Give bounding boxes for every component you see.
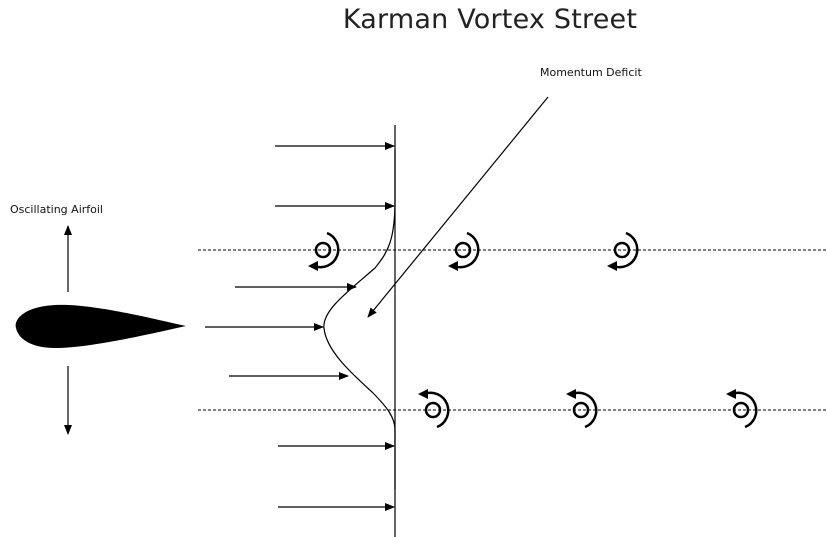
velocity-profile-curve: [323, 150, 396, 490]
airfoil-shape: [15, 304, 186, 348]
momentum-deficit-leader-arrow: [367, 96, 549, 318]
upper-vortex-2: [448, 231, 480, 271]
upper-vortex-1: [308, 231, 340, 271]
upper-vortex-3: [607, 231, 639, 271]
lower-vortex-2: [566, 389, 598, 429]
lower-vortex-1: [418, 389, 450, 429]
oscillating-airfoil-label: Oscillating Airfoil: [10, 203, 103, 216]
momentum-deficit-label: Momentum Deficit: [540, 66, 642, 79]
lower-vortex-3: [726, 389, 758, 429]
diagram-title: Karman Vortex Street: [342, 4, 638, 35]
